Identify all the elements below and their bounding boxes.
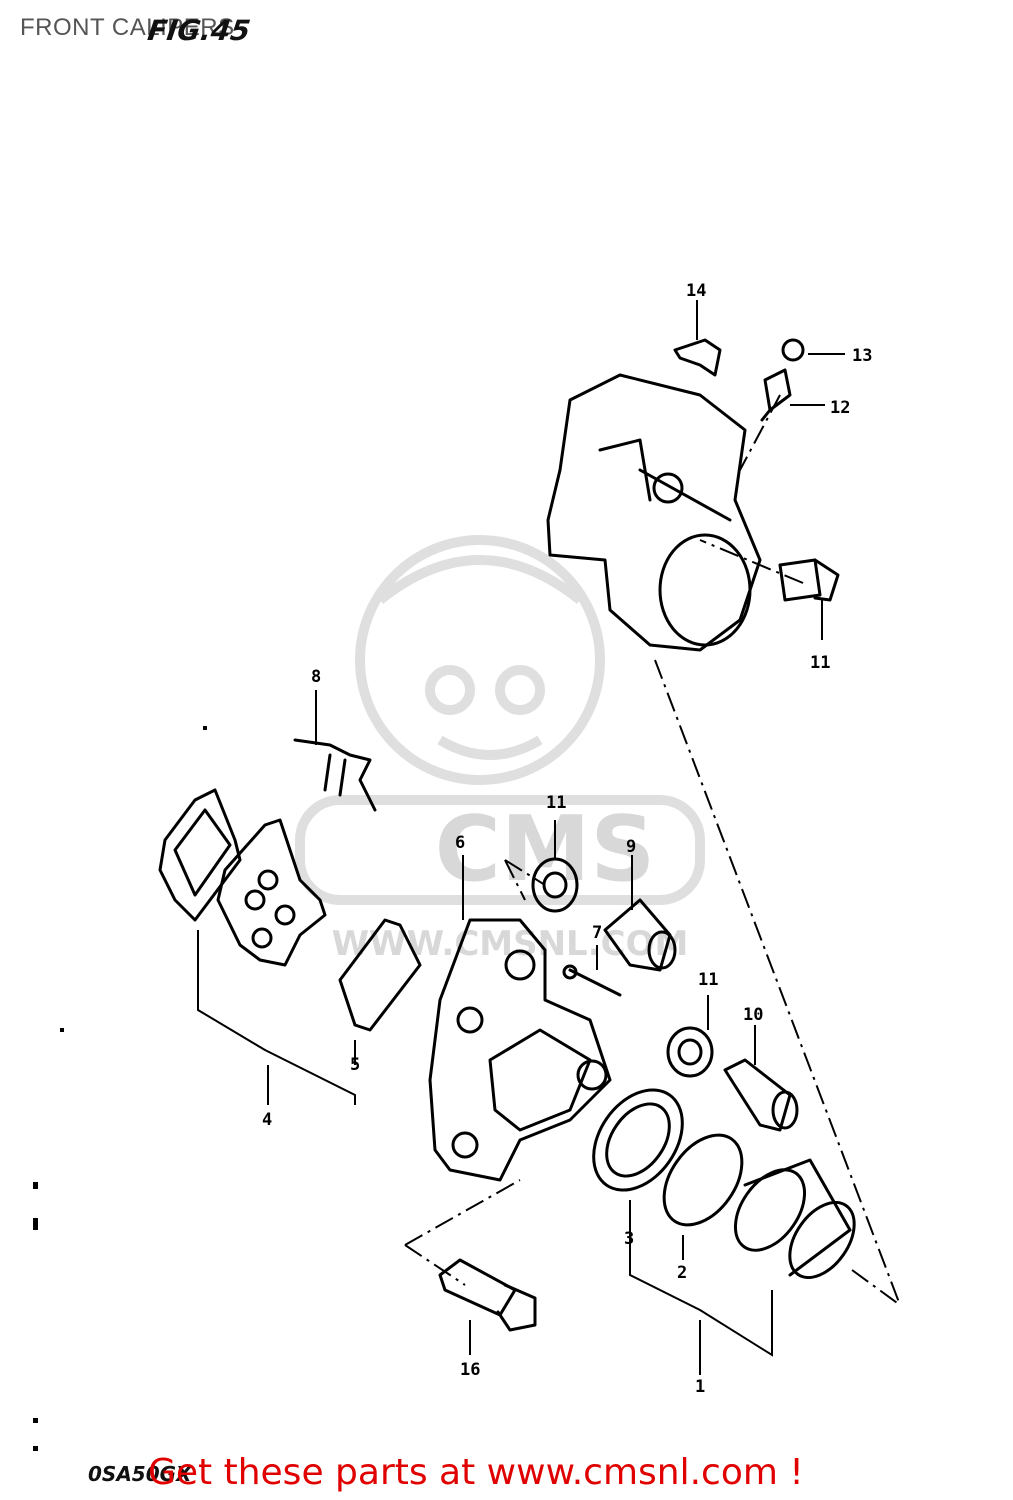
callout-12: 11: [810, 653, 830, 673]
callout-1: 1: [695, 1377, 705, 1397]
part-13-bleeder: [760, 368, 792, 422]
part-9-pin: [603, 898, 677, 972]
callout-8: 8: [311, 667, 321, 687]
callout-16: 16: [460, 1360, 480, 1380]
part-15-clip: [673, 338, 722, 377]
page-title: FRONT CALIPERS: [20, 14, 235, 41]
part-2-dust-seal: [662, 1133, 744, 1227]
watermark-logo: [295, 535, 705, 905]
part-14-cap: [781, 338, 805, 362]
callout-4: 4: [262, 1110, 272, 1130]
part-5-shim: [338, 918, 422, 1032]
part-7-pin: [562, 964, 622, 997]
part-8-spring: [293, 738, 377, 812]
part-1-piston: [733, 1158, 856, 1279]
callout-14: 13: [852, 346, 872, 366]
part-12-bolt: [778, 558, 840, 602]
callout-2: 2: [677, 1263, 687, 1283]
part-6-caliper-body: [428, 918, 612, 1182]
part-4-brake-pads: [158, 788, 327, 967]
callout-5: 5: [350, 1055, 360, 1075]
callout-11-lower: 11: [698, 970, 718, 990]
callout-13: 12: [830, 398, 850, 418]
callout-6: 6: [455, 833, 465, 853]
callout-10: 10: [743, 1005, 763, 1025]
callout-9: 9: [626, 837, 636, 857]
scan-marks: [33, 726, 207, 1451]
callout-11-upper: 11: [546, 793, 566, 813]
caliper-top-housing: [546, 373, 762, 652]
part-10-pin: [723, 1058, 799, 1132]
watermark-url: WWW.CMSNL.COM: [332, 924, 689, 964]
cta-link[interactable]: Get these parts at www.cmsnl.com !: [148, 1452, 804, 1493]
part-11-boot-lower: [666, 1026, 714, 1078]
drawing-code: 0SA50GX: [88, 1462, 192, 1486]
part-16-bolt: [438, 1258, 537, 1332]
callout-7: 7: [592, 923, 602, 943]
callout-3: 3: [624, 1229, 634, 1249]
callout-15: 14: [686, 281, 706, 301]
part-3-piston-seal: [592, 1088, 684, 1192]
